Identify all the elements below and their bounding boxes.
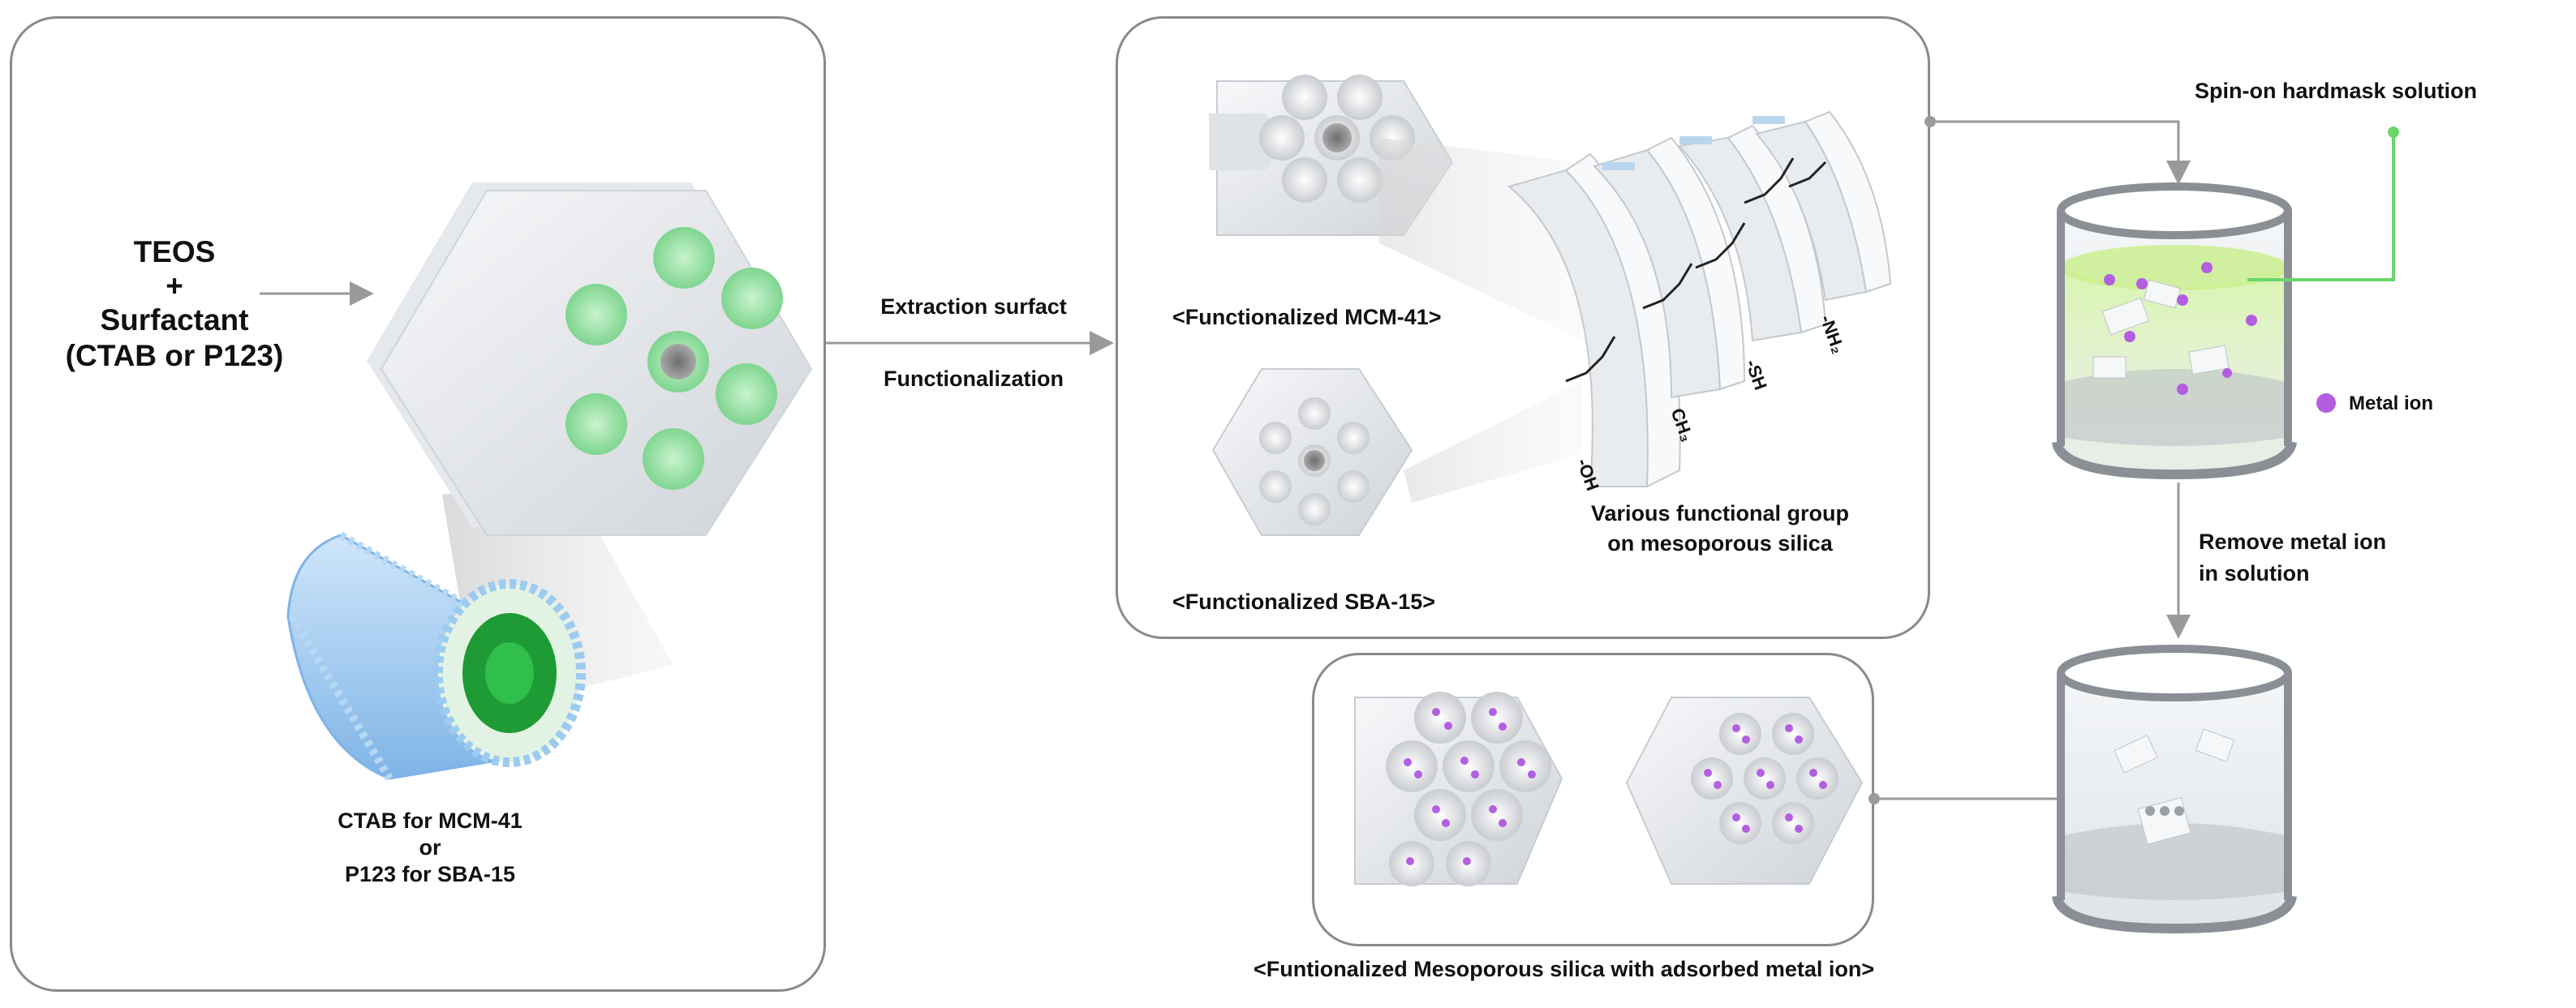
- metal-ion-legend-label: Metal ion: [2349, 392, 2434, 414]
- sba15-beam: [1404, 381, 1582, 503]
- connector-dot-bottom: [1869, 793, 1880, 804]
- surfactant-micelle: [286, 531, 586, 781]
- adsorbed-caption: <Funtionalized Mesoporous silica with ad…: [1254, 957, 1875, 981]
- dark-pore: [660, 344, 696, 380]
- silica-hexagon: [367, 182, 813, 536]
- arrow-to-beaker: [1936, 120, 2191, 185]
- functional-groups-caption-line1: Various functional group: [1590, 501, 1849, 525]
- step1-line1: Extraction surfact: [880, 294, 1067, 319]
- sba15-structure: [1211, 368, 1413, 536]
- beaker-bottom: [2052, 645, 2297, 934]
- green-pore: [566, 284, 627, 345]
- step2-line1: Remove metal ion: [2199, 530, 2387, 554]
- reactant-plus: +: [166, 269, 183, 302]
- green-pore: [716, 363, 777, 425]
- hardmask-label: Spin-on hardmask solution: [2195, 79, 2478, 103]
- beaker-top: [2052, 182, 2297, 480]
- connector-dot: [1924, 116, 1936, 127]
- functional-walls: [1507, 110, 1892, 488]
- reactant-surfactant: Surfactant: [100, 303, 249, 337]
- adsorbed-sba15: [1625, 697, 1864, 885]
- reactant-teos: TEOS: [133, 235, 216, 268]
- sba15-label: <Functionalized SBA-15>: [1172, 590, 1436, 614]
- surfactant-note-line1: CTAB for MCM-41: [338, 809, 523, 833]
- adsorbed-mcm41: [1354, 692, 1563, 886]
- functional-groups-caption-line2: on mesoporous silica: [1607, 531, 1833, 555]
- green-pore: [653, 227, 715, 289]
- surfactant-note-line3: P123 for SBA-15: [344, 862, 516, 886]
- metal-ion-legend-dot: [2316, 393, 2336, 413]
- green-pore: [566, 393, 627, 455]
- step2-line2: in solution: [2199, 561, 2310, 585]
- green-pore: [643, 428, 704, 490]
- green-pore: [721, 268, 783, 329]
- surfactant-note-line2: or: [419, 835, 441, 860]
- hardmask-pointer: [2247, 132, 2395, 281]
- mcm41-label: <Functionalized MCM-41>: [1172, 305, 1442, 329]
- step1-line2: Functionalization: [884, 367, 1064, 391]
- reactant-ctab-p123: (CTAB or P123): [65, 339, 284, 372]
